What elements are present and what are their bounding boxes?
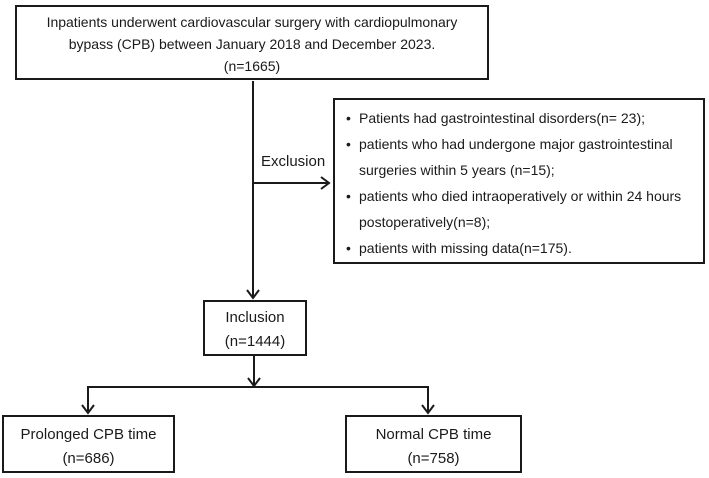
exclusion-criteria-list: Patients had gastrointestinal disorders(… — [335, 100, 703, 261]
node-text-line: bypass (CPB) between January 2018 and De… — [68, 36, 436, 52]
arrowhead-right-exclusion-icon — [320, 176, 331, 190]
node-count: (n=1444) — [224, 333, 286, 350]
arrowhead-down-inclusion-icon — [246, 289, 260, 300]
node-prolonged-cpb: Prolonged CPB time (n=686) — [2, 415, 175, 473]
node-text-line: Normal CPB time — [375, 426, 492, 443]
node-count: (n=686) — [62, 450, 115, 467]
exclusion-edge-label: Exclusion — [261, 153, 326, 170]
node-exclusion-criteria: Patients had gastrointestinal disorders(… — [333, 98, 705, 264]
node-count: (n=1665) — [223, 58, 281, 74]
node-count: (n=758) — [407, 450, 460, 467]
list-item: patients who died intraoperatively or wi… — [335, 183, 697, 235]
node-text-line: Inpatients underwent cardiovascular surg… — [46, 14, 458, 30]
list-item: patients with missing data(n=175). — [335, 235, 697, 261]
node-text-line: Inclusion — [225, 309, 285, 326]
arrowhead-down-prolonged-icon — [81, 404, 95, 415]
node-text-line: Prolonged CPB time — [20, 426, 157, 443]
arrowhead-down-normal-icon — [421, 404, 435, 415]
list-item: patients who had undergone major gastroi… — [335, 131, 697, 183]
list-item: Patients had gastrointestinal disorders(… — [335, 105, 697, 131]
node-inclusion: Inclusion (n=1444) — [203, 300, 307, 356]
node-normal-cpb: Normal CPB time (n=758) — [345, 415, 522, 473]
node-source-population: Inpatients underwent cardiovascular surg… — [15, 5, 489, 80]
